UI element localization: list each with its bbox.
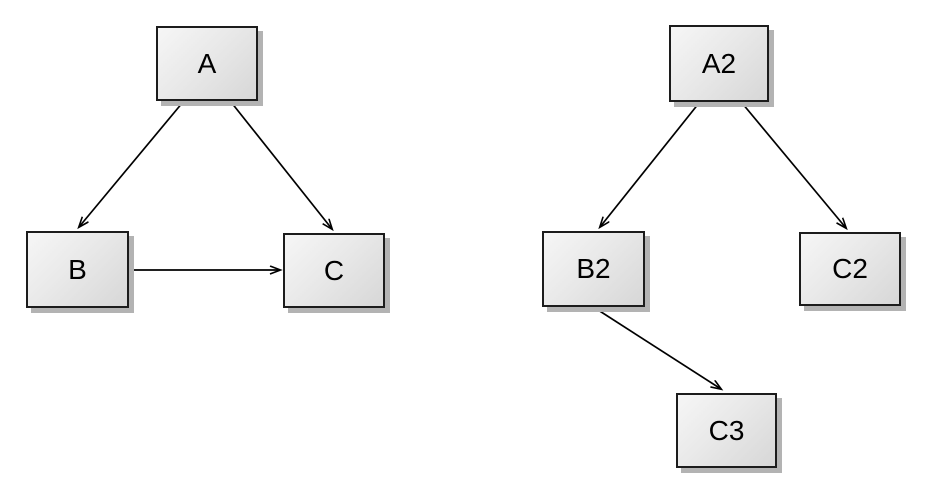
node-C2[interactable]: C2 — [799, 232, 901, 306]
node-C[interactable]: C — [283, 233, 385, 308]
node-C2-label: C2 — [832, 253, 868, 284]
node-B2-label: B2 — [576, 253, 611, 284]
node-B2[interactable]: B2 — [542, 231, 645, 307]
node-A-label: A — [197, 47, 217, 79]
edge-A2-to-B2 — [600, 102, 700, 227]
node-A[interactable]: A — [156, 26, 258, 101]
node-C-label: C — [323, 254, 345, 286]
edge-A-to-C — [230, 101, 332, 229]
node-C3-label: C3 — [708, 414, 745, 446]
node-C3[interactable]: C3 — [676, 393, 777, 468]
edge-A-to-B — [79, 101, 184, 227]
node-A2-label: A2 — [701, 47, 737, 79]
edge-B2-to-C3 — [594, 307, 721, 389]
node-B[interactable]: B — [26, 231, 129, 308]
node-B-label: B — [68, 253, 87, 285]
edge-A2-to-C2 — [741, 102, 846, 228]
node-A2[interactable]: A2 — [669, 25, 769, 102]
